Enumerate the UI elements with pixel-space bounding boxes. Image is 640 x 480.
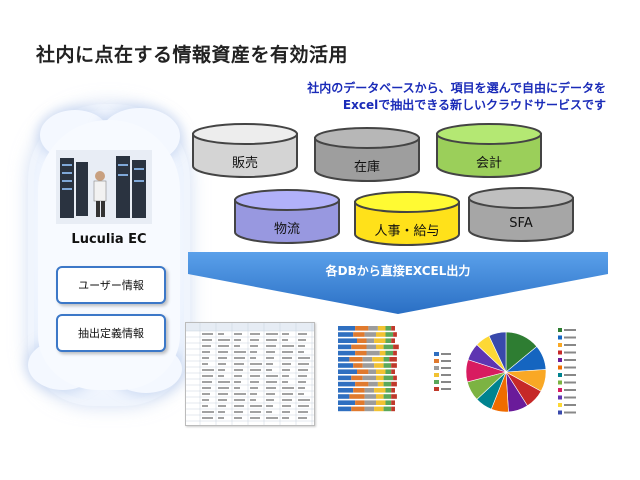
database-label: 販売 [231, 156, 258, 171]
database-cylinder: SFA [466, 186, 576, 244]
pie-chart-thumbnail [465, 328, 576, 415]
subtitle-line-1: 社内のデータベースから、項目を選んで自由にデータを [307, 81, 606, 95]
database-cylinder: 在庫 [312, 126, 422, 184]
database-cylinder: 物流 [232, 188, 342, 246]
database-label: 在庫 [353, 160, 380, 175]
bar-chart-thumbnail [338, 326, 451, 412]
user-info-box: ユーザー情報 [56, 266, 166, 304]
page-title: 社内に点在する情報資産を有効活用 [36, 44, 349, 66]
product-name: Luculia EC [71, 232, 147, 247]
database-cylinder: 人事・給与 [352, 190, 462, 248]
database-label: 会計 [475, 156, 502, 171]
export-arrow [188, 252, 608, 314]
extraction-definition-box: 抽出定義情報 [56, 314, 166, 352]
arrow-label: 各DBから直接EXCEL出力 [325, 264, 471, 278]
subtitle: 社内のデータベースから、項目を選んで自由にデータを Excelで抽出できる新しい… [246, 80, 606, 114]
database-cylinder: 販売 [190, 122, 300, 180]
database-label: 人事・給与 [374, 224, 440, 239]
excel-sheet-thumbnail [185, 322, 315, 426]
database-label: 物流 [273, 222, 300, 237]
server-room-image [56, 150, 152, 224]
subtitle-line-2: Excelで抽出できる新しいクラウドサービスです [342, 98, 606, 112]
database-label: SFA [509, 216, 533, 231]
database-cylinder: 会計 [434, 122, 544, 180]
